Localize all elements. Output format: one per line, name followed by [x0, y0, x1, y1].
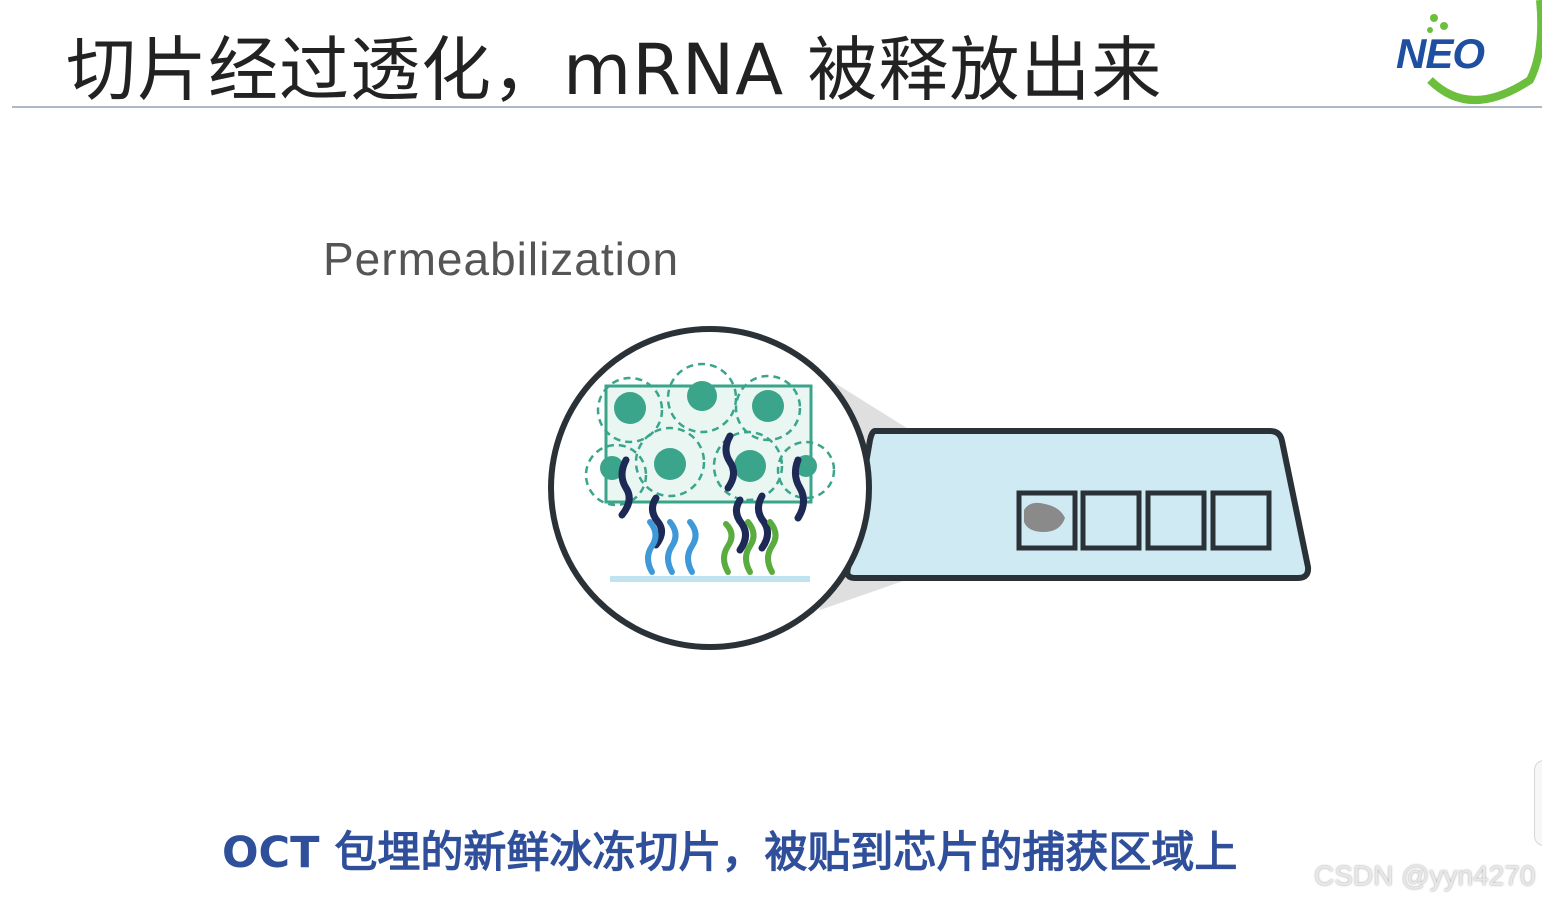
side-handle[interactable] [1534, 760, 1542, 846]
chip-slide [847, 431, 1308, 578]
permeabilization-illustration-icon [530, 310, 1330, 660]
title-divider [12, 106, 1542, 108]
permeabilization-diagram [530, 310, 1330, 660]
slide-caption: OCT 包埋的新鲜冰冻切片，被贴到芯片的捕获区域上 [222, 818, 1237, 880]
glass-slide-base [610, 576, 810, 582]
watermark: CSDN @yyn4270 [1314, 860, 1535, 892]
company-logo: NEO [1390, 0, 1542, 112]
slide-title: 切片经过透化，mRNA 被释放出来 [66, 14, 1162, 115]
logo-text: NEO [1396, 30, 1484, 78]
section-label: Permeabilization [323, 232, 679, 286]
